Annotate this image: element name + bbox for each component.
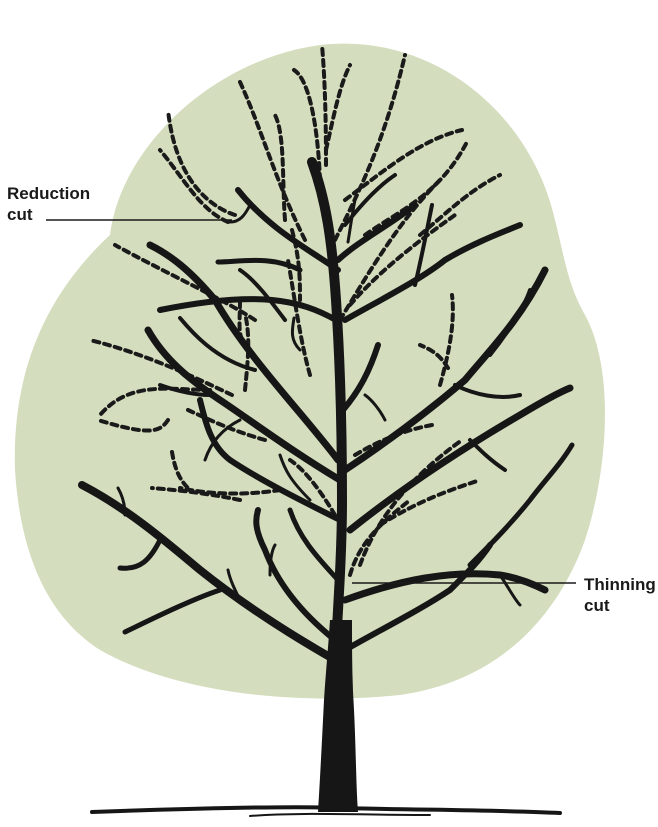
reduction-cut-label: Reduction cut [7, 183, 90, 225]
thinning-label-line1: Thinning [584, 574, 656, 595]
reduction-label-line2: cut [7, 204, 90, 225]
thinning-label-line2: cut [584, 595, 656, 616]
ground-line [250, 814, 430, 816]
reduction-label-line1: Reduction [7, 183, 90, 204]
thinning-cut-label: Thinning cut [584, 574, 656, 616]
